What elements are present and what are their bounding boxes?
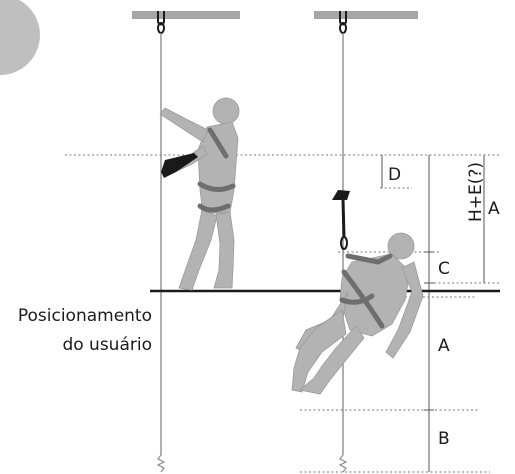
caption-line-1: Posicionamento — [18, 306, 152, 326]
standing-worker-harness-legs — [197, 203, 231, 213]
label-a-lower: A — [438, 336, 450, 356]
label-h-e: H+E(?) — [466, 162, 486, 222]
caption-line-2: do usuário — [62, 335, 152, 355]
fall-arrester-device-right-icon — [332, 190, 350, 250]
anchor-bar-right — [314, 11, 418, 19]
standing-worker-figure — [159, 97, 240, 291]
suspended-worker-right-arm — [385, 261, 424, 359]
standing-worker-harness-strap — [207, 127, 229, 159]
label-a-upper: A — [488, 199, 500, 219]
lifeline-break-right-icon — [338, 454, 348, 473]
standing-worker-raised-arm — [159, 107, 209, 143]
fall-arrester-device-left-icon — [161, 153, 198, 178]
standing-worker-right-leg — [213, 211, 235, 289]
label-b: B — [438, 429, 450, 449]
lifeline-break-left-icon — [156, 454, 166, 473]
standing-worker-left-leg — [178, 209, 218, 291]
anchor-bar-left — [132, 11, 240, 19]
suspended-worker-harness-chest — [345, 253, 393, 265]
label-c: C — [438, 259, 450, 279]
section-tab-badge — [0, 0, 40, 75]
suspended-worker-right-leg — [299, 325, 365, 395]
standing-worker-head — [212, 97, 240, 125]
suspended-worker-left-leg — [291, 309, 347, 393]
standing-worker-harness-waist — [197, 181, 236, 192]
suspended-worker-head — [387, 232, 415, 260]
label-d: D — [388, 165, 401, 185]
suspended-worker-torso — [339, 253, 411, 337]
suspended-worker-figure — [291, 232, 424, 395]
suspended-worker-harness-waist — [339, 293, 375, 305]
